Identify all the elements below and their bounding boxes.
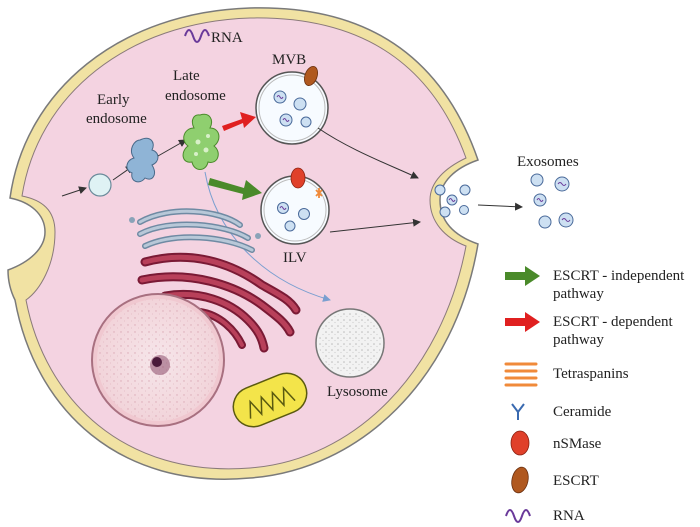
nsmase-icon: [510, 430, 530, 456]
mitochondria: [232, 372, 308, 428]
legend-escrt-independent-1: ESCRT - independent: [553, 268, 685, 284]
lysosome-label: Lysosome: [327, 384, 388, 400]
rna-icon: [505, 509, 531, 523]
legend-nsmase: nSMase: [553, 436, 602, 452]
nucleus: [91, 293, 225, 427]
ilv-label: ILV: [283, 250, 307, 266]
ceramide-icon: [511, 403, 525, 420]
legend-escrt: ESCRT: [553, 473, 599, 489]
late-endosome: [182, 113, 220, 170]
endoplasmic-reticulum: [137, 252, 301, 353]
legend-escrt-dependent-1: ESCRT - dependent: [553, 314, 673, 330]
legend-tetraspanins: Tetraspanins: [553, 366, 629, 382]
ilv-body: [260, 167, 330, 245]
legend-rna: RNA: [553, 508, 585, 524]
red-arrow-icon: [505, 312, 540, 332]
green-arrow-icon: [505, 266, 540, 286]
golgi: [129, 208, 261, 253]
early-endosome-label-2: endosome: [86, 111, 147, 127]
pocket-exosomes: [434, 184, 471, 218]
late-endosome-label-1: Late: [173, 68, 200, 84]
green-arrow: [208, 178, 262, 200]
early-endosome: [126, 137, 159, 183]
early-endosome-label-1: Early: [97, 92, 130, 108]
red-arrow: [222, 112, 256, 131]
early-vesicle: [88, 173, 112, 197]
legend-escrt-dependent-2: pathway: [553, 332, 604, 348]
escrt-icon: [511, 466, 529, 494]
lysosome: [315, 308, 385, 378]
exosomes-label: Exosomes: [517, 154, 579, 170]
legend-escrt-independent-2: pathway: [553, 286, 604, 302]
mvb-label: MVB: [272, 52, 306, 68]
legend: ESCRT - independent pathway ESCRT - depe…: [504, 266, 685, 524]
legend-ceramide: Ceramide: [553, 404, 612, 420]
rna-top-icon: [184, 29, 210, 43]
mvb: [255, 65, 329, 145]
late-endosome-label-2: endosome: [165, 88, 226, 104]
exosomes: [530, 173, 574, 229]
rna-top-label: RNA: [211, 30, 243, 46]
tetraspanin-icon: [504, 362, 538, 387]
